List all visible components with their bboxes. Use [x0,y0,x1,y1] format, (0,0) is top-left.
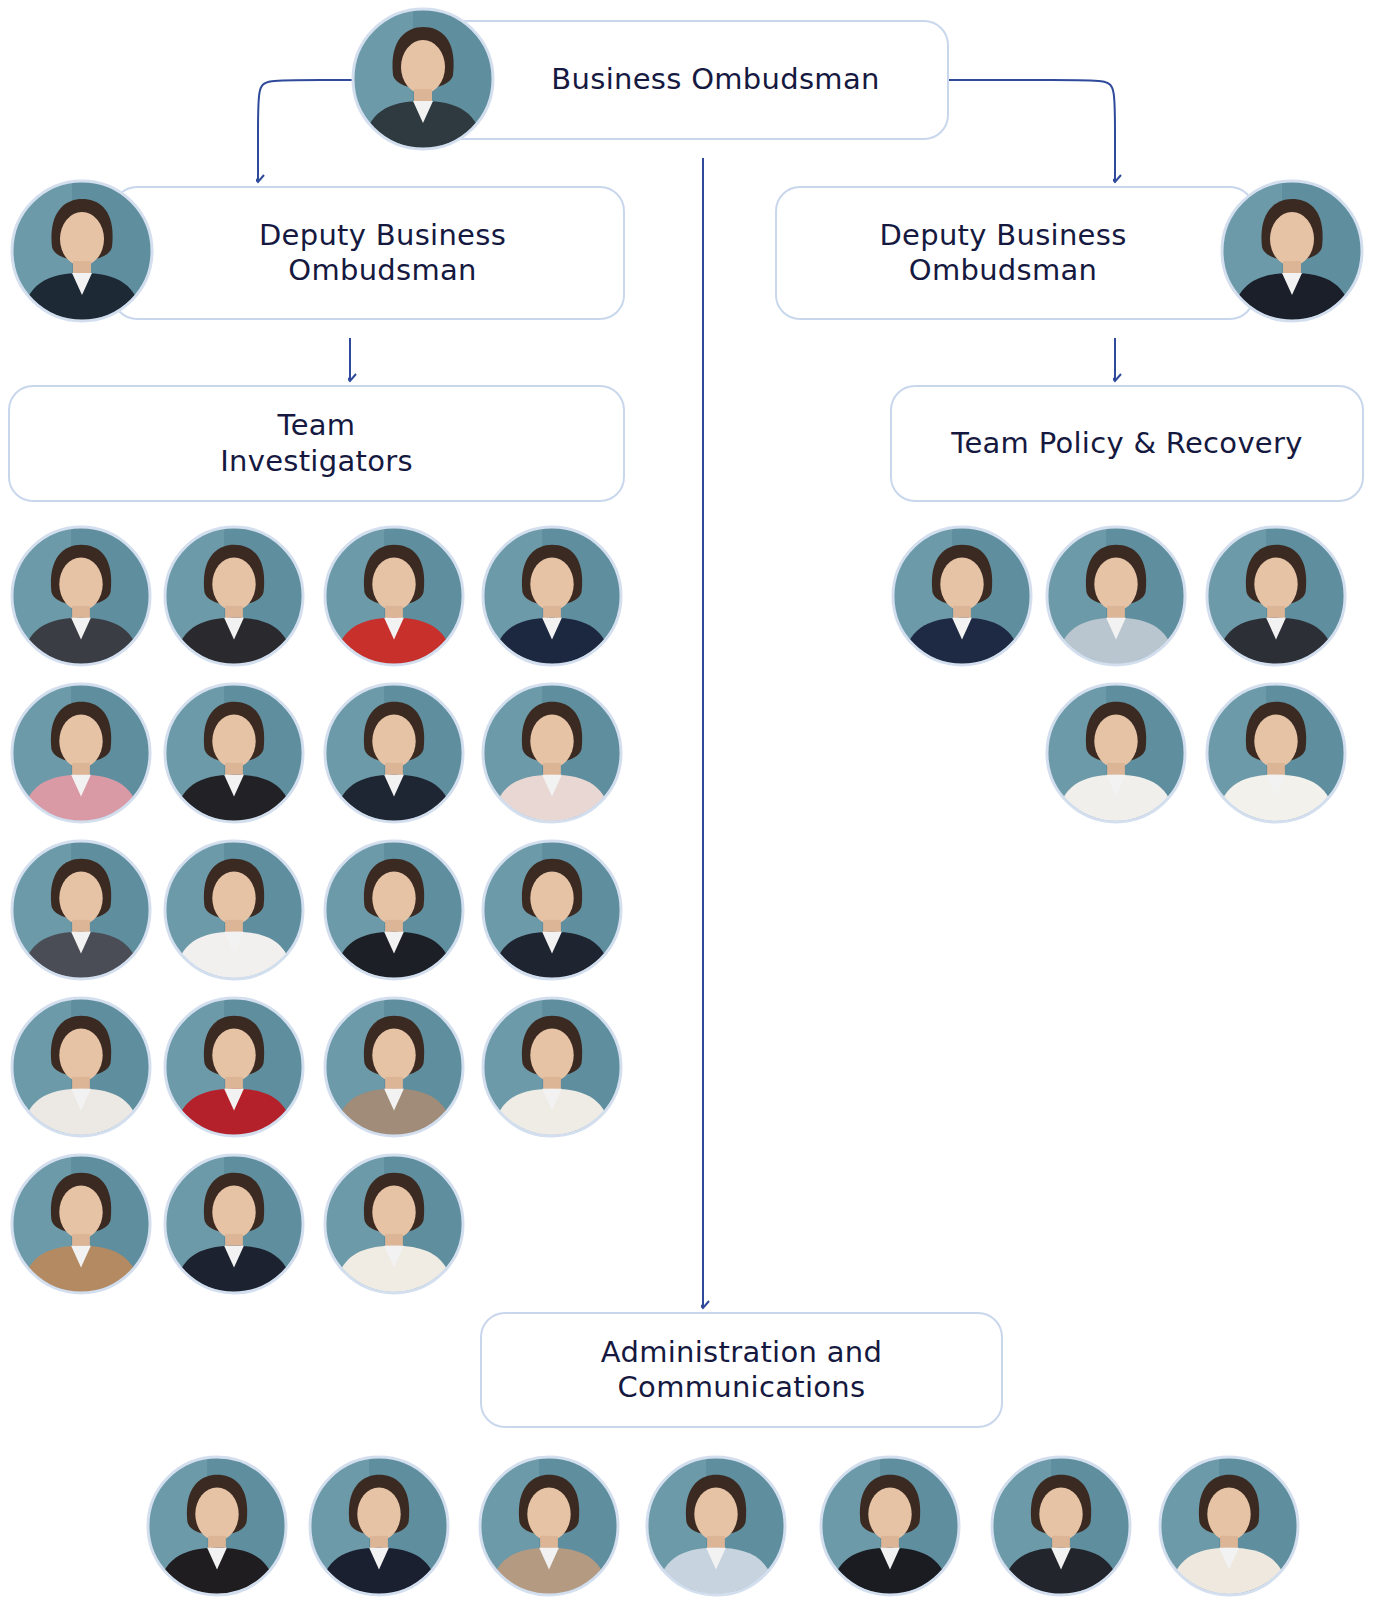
person-photo [148,1457,286,1597]
org-box: Deputy Business Ombudsman [775,186,1255,320]
person-photo [12,998,150,1138]
person-photo [310,1457,448,1597]
person-photo [165,1155,303,1295]
person-photo [12,1155,150,1295]
person-photo [353,9,493,151]
person-photo [12,841,150,981]
connector-arrow [949,80,1115,182]
person-photo [647,1457,785,1597]
person-photo [1207,684,1345,824]
connector-arrow [349,338,351,381]
person-photo [992,1457,1130,1597]
person-photo [12,527,150,667]
org-box: Administration and Communications [480,1312,1003,1428]
box-outline [776,187,1254,319]
person-photo [483,684,621,824]
person-photo [325,527,463,667]
person-photo [325,684,463,824]
person-photo [325,1155,463,1295]
person-photo [1047,527,1185,667]
person-photo [483,841,621,981]
person-photo [12,181,152,323]
person-photo [165,998,303,1138]
person-photo [165,684,303,824]
node-label: Administration and Communications [562,1335,922,1406]
box-outline [891,386,1363,501]
org-box: Deputy Business Ombudsman [112,186,625,320]
node-label: Business Ombudsman [551,62,879,97]
box-outline [481,1313,1002,1427]
node-label: Deputy Business Ombudsman [853,218,1153,289]
node-label: Deputy Business Ombudsman [233,218,533,289]
node-label: Team Investigators [187,408,447,479]
box-outline [419,21,948,139]
person-photo [480,1457,618,1597]
person-photo [325,998,463,1138]
connector-arrow [702,158,704,1308]
person-photo [165,527,303,667]
node-label: Team Policy & Recovery [951,426,1302,461]
person-photo [165,841,303,981]
person-photo [821,1457,959,1597]
person-photo [1160,1457,1298,1597]
person-photo [12,684,150,824]
org-box: Business Ombudsman [418,20,949,140]
person-photo [1222,181,1362,323]
box-outline [113,187,624,319]
person-photo [1207,527,1345,667]
org-box: Team Investigators [8,385,625,502]
person-photo [893,527,1031,667]
person-photo [1047,684,1185,824]
connector-arrow [1114,338,1116,381]
person-photo [483,527,621,667]
org-box: Team Policy & Recovery [890,385,1364,502]
person-photo [483,998,621,1138]
person-photo [325,841,463,981]
box-outline [9,386,624,501]
